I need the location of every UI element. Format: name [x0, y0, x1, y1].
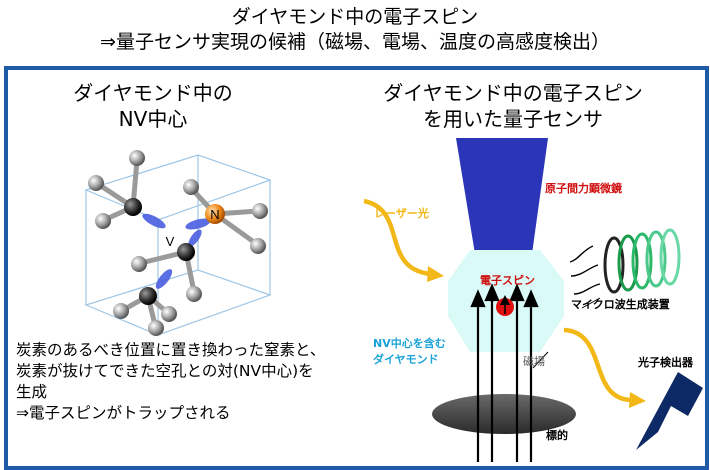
target-label: 標的: [546, 428, 568, 442]
atom-label-n: N: [210, 207, 219, 222]
content-panel: ダイヤモンド中の NV中心 ダイヤモンド中の電子スピン を用いた量子センサ: [4, 66, 709, 470]
atom-label-v: V: [166, 234, 175, 249]
nv-crystal-illustration: N V: [84, 150, 272, 336]
right-title-line2: を用いた量子センサ: [423, 107, 603, 131]
detector-label: 光子検出器: [637, 355, 694, 369]
target-disk: [432, 394, 576, 434]
diagram-canvas: N V: [84, 138, 703, 462]
desc-line3: 生成: [16, 383, 48, 401]
spin-arrow: [500, 295, 510, 314]
photon-path: [563, 327, 646, 408]
left-title-line2: NV中心: [118, 107, 188, 131]
nv-description: 炭素のあるべき位置に置き換わった窒素と、 炭素が抜けてできた空孔との対(NV中心…: [16, 340, 356, 424]
afm-tip: [456, 138, 548, 254]
photon-detector: [636, 372, 703, 450]
spin-label: 電子スピン: [480, 274, 535, 287]
microwave-waves: [569, 245, 601, 295]
nv-diamond-label-line2: ダイヤモンド: [373, 352, 439, 366]
microwave-coil: [603, 228, 681, 294]
field-leader: [532, 351, 549, 369]
field-label: 磁場: [523, 355, 545, 368]
header-subtitle: ⇒量子センサ実現の候補（磁場、電場、温度の高感度検出）: [100, 31, 610, 53]
microwave-label: マイクロ波生成装置: [571, 297, 670, 311]
afm-label: 原子間力顕微鏡: [545, 181, 622, 195]
nv-diamond-label-line1: NV中心を含む: [373, 336, 446, 350]
desc-line1: 炭素のあるべき位置に置き換わった窒素と、: [16, 341, 326, 359]
laser-beam: [363, 198, 444, 282]
header-title: ダイヤモンド中の電子スピン: [231, 6, 479, 28]
desc-line2: 炭素が抜けてできた空孔との対(NV中心)を: [16, 362, 314, 380]
microwave-leader: [581, 297, 601, 309]
left-title-line1: ダイヤモンド中の: [73, 81, 233, 105]
right-title-line1: ダイヤモンド中の電子スピン: [383, 81, 643, 105]
laser-label: レーザー光: [374, 206, 429, 220]
desc-line4: ⇒電子スピンがトラップされる: [16, 404, 231, 422]
magnetic-field-arrows: [470, 283, 539, 462]
